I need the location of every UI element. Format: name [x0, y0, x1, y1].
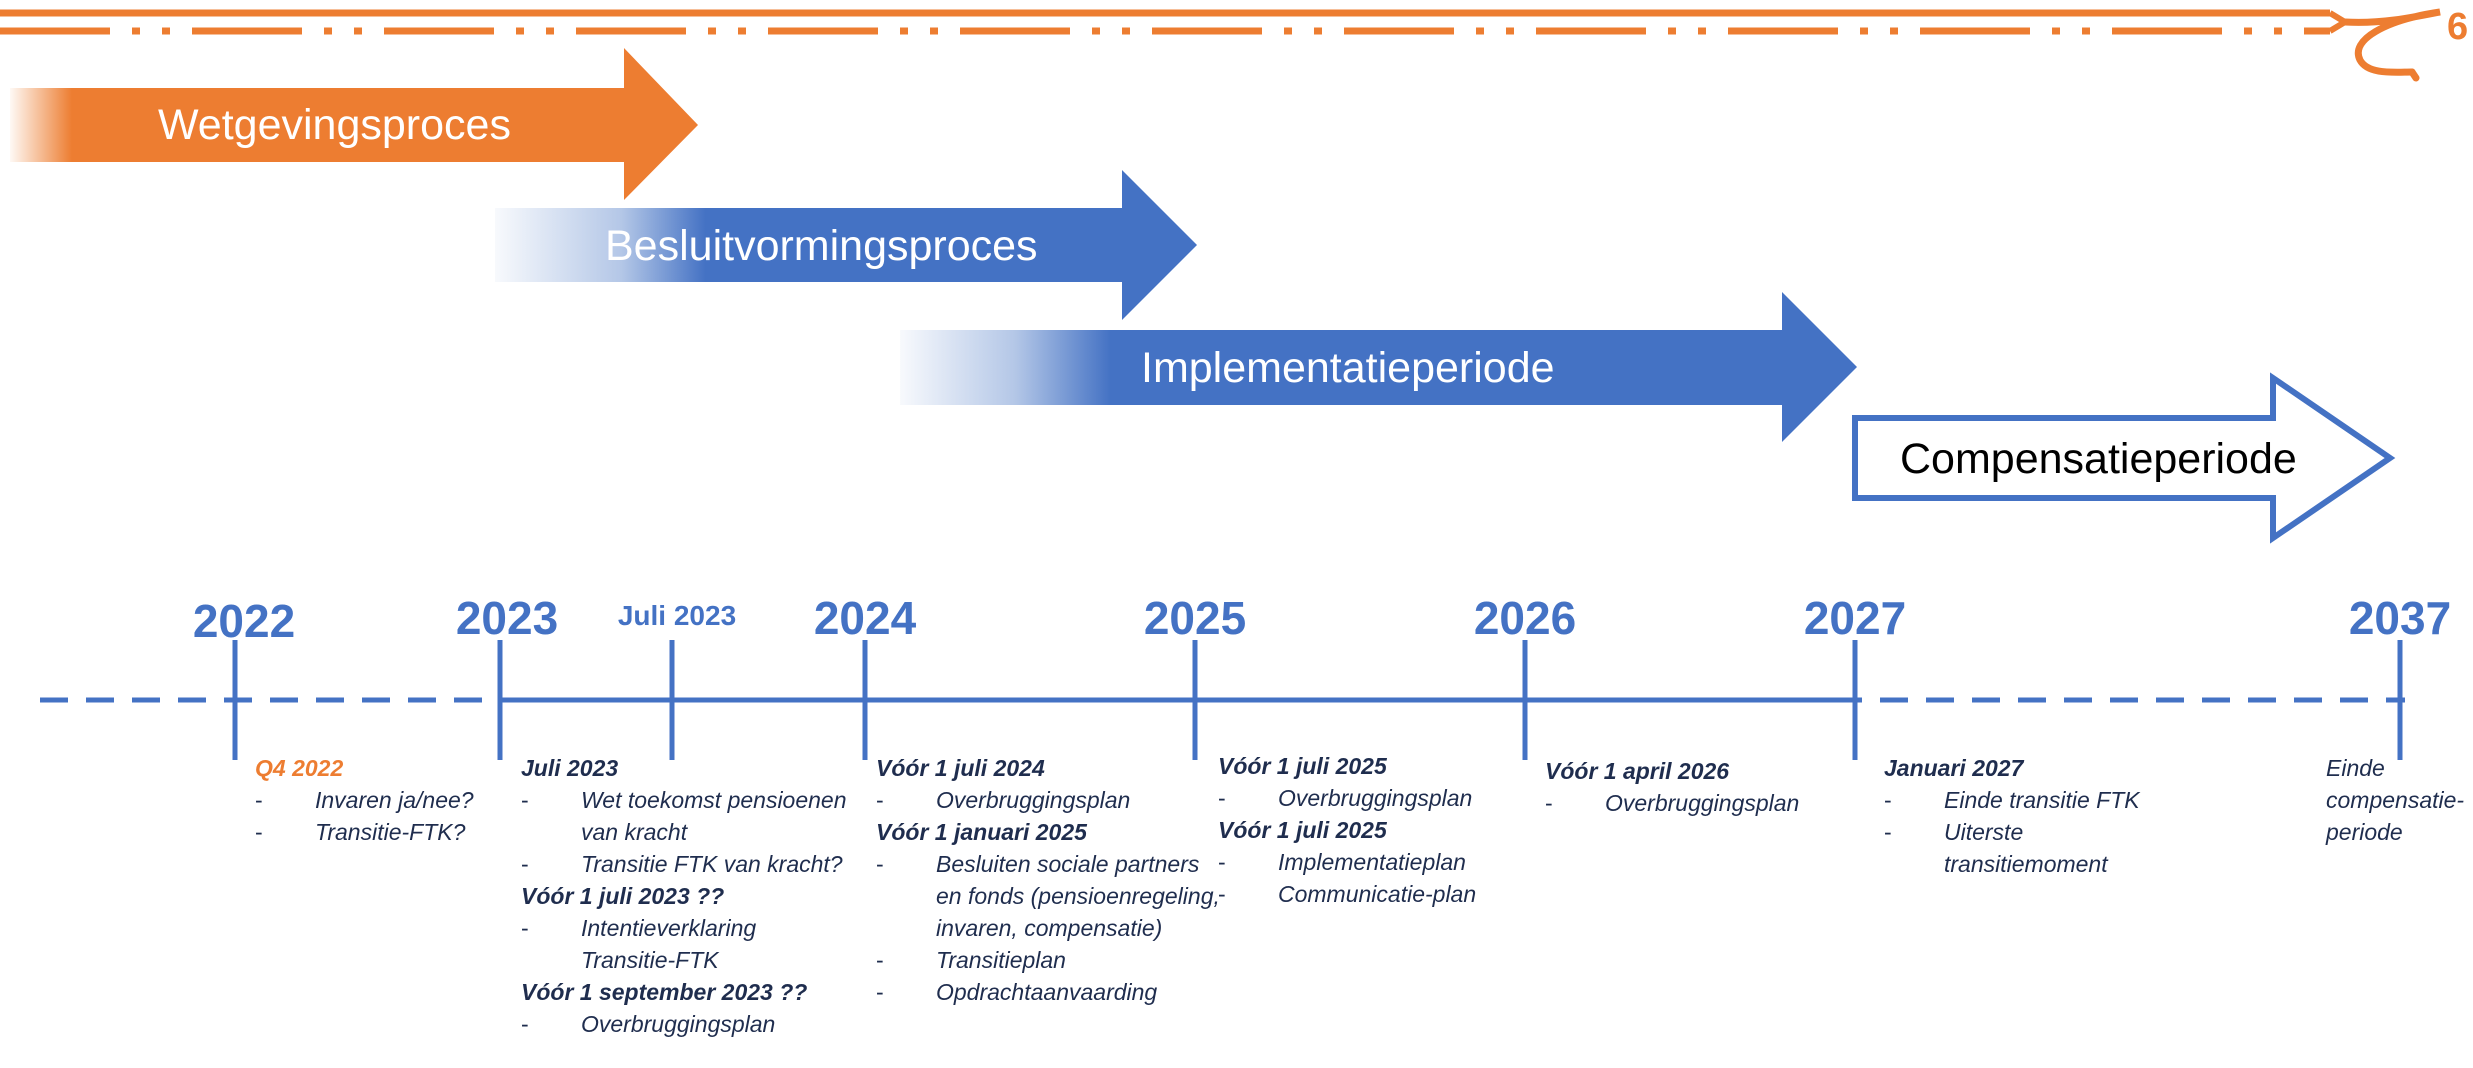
- year-label: Juli 2023: [617, 600, 737, 631]
- milestone-item: -Invaren ja/nee?: [255, 787, 474, 813]
- year-label: 2025: [1143, 592, 1247, 644]
- milestone-item: -Communicatie-plan: [1218, 881, 1477, 907]
- milestone-item: -Overbruggingsplan: [1545, 790, 1800, 816]
- milestone-block-2022: Q4 2022 -Invaren ja/nee? -Transitie-FTK?: [255, 752, 515, 848]
- milestone-item: -Wet toekomst pensioenen van kracht: [521, 787, 847, 845]
- year-label: 2024: [813, 592, 917, 644]
- phase-arrow-besluitvormingsproces: [495, 170, 1197, 320]
- milestone-item: -Transitieplan: [876, 947, 1066, 973]
- milestone-item: -Transitie-FTK?: [255, 819, 466, 845]
- phase-label-wetgevingsproces: Wetgevingsproces: [158, 101, 511, 149]
- milestone-heading: Vóór 1 juli 2024: [876, 755, 1045, 781]
- milestone-heading: Vóór 1 april 2026: [1545, 758, 1730, 784]
- phase-arrow-implementatieperiode: [900, 292, 1857, 442]
- milestone-text: Einde compensatie-periode: [2326, 755, 2465, 845]
- milestone-item: -Overbruggingsplan: [1218, 785, 1473, 811]
- milestone-heading: Vóór 1 juli 2025: [1218, 817, 1387, 843]
- phase-label-implementatieperiode: Implementatieperiode: [1141, 344, 1555, 392]
- phase-arrow-compensatieperiode: [1852, 372, 2396, 544]
- milestone-block-2037: Einde compensatie-periode: [2326, 752, 2466, 848]
- milestone-item: -Intentieverklaring Transitie-FTK: [521, 915, 757, 973]
- phase-arrow-wetgevingsproces: [10, 48, 698, 200]
- milestone-heading: Vóór 1 juli 2023 ??: [521, 883, 725, 909]
- year-label: 2037: [2348, 592, 2452, 644]
- timeline-ticks: [232, 640, 2403, 760]
- milestone-item: -Overbruggingsplan: [521, 1011, 776, 1037]
- loop-swirl-icon: [2341, 8, 2441, 82]
- milestone-heading: Januari 2027: [1884, 755, 2024, 781]
- milestone-item: -Uiterste transitiemoment: [1884, 819, 2108, 877]
- milestone-item: -Opdrachtaanvaarding: [876, 979, 1158, 1005]
- milestone-item: -Besluiten sociale partners en fonds (pe…: [876, 851, 1220, 941]
- milestone-heading: Vóór 1 juli 2025: [1218, 753, 1387, 779]
- header-rule: [0, 9, 2351, 35]
- year-label: 2022: [192, 595, 296, 647]
- milestone-item: -Einde transitie FTK: [1884, 787, 2140, 813]
- milestone-heading: Vóór 1 januari 2025: [876, 819, 1087, 845]
- milestone-block-2024: Vóór 1 juli 2024 -Overbruggingsplan Vóór…: [876, 752, 1221, 1008]
- milestone-heading: Vóór 1 september 2023 ??: [521, 979, 808, 1005]
- page-number: 6: [2447, 6, 2469, 48]
- milestone-block-2026: Vóór 1 april 2026 -Overbruggingsplan: [1545, 755, 1845, 819]
- milestone-item: -Implementatieplan: [1218, 849, 1466, 875]
- milestone-item: -Overbruggingsplan: [876, 787, 1131, 813]
- milestone-heading: Q4 2022: [255, 755, 344, 781]
- phase-label-compensatieperiode: Compensatieperiode: [1900, 435, 2297, 483]
- year-label: 2026: [1473, 592, 1577, 644]
- year-label: 2023: [455, 592, 559, 644]
- milestone-item: -Transitie FTK van kracht?: [521, 851, 843, 877]
- milestone-block-2025: Vóór 1 juli 2025 -Overbruggingsplan Vóór…: [1218, 750, 1518, 910]
- milestone-block-2023: Juli 2023 -Wet toekomst pensioenen van k…: [521, 752, 851, 1040]
- milestone-block-2027: Januari 2027 -Einde transitie FTK -Uiter…: [1884, 752, 2184, 880]
- phase-label-besluitvormingsproces: Besluitvormingsproces: [605, 222, 1038, 270]
- milestone-heading: Juli 2023: [521, 755, 619, 781]
- year-label: 2027: [1803, 592, 1907, 644]
